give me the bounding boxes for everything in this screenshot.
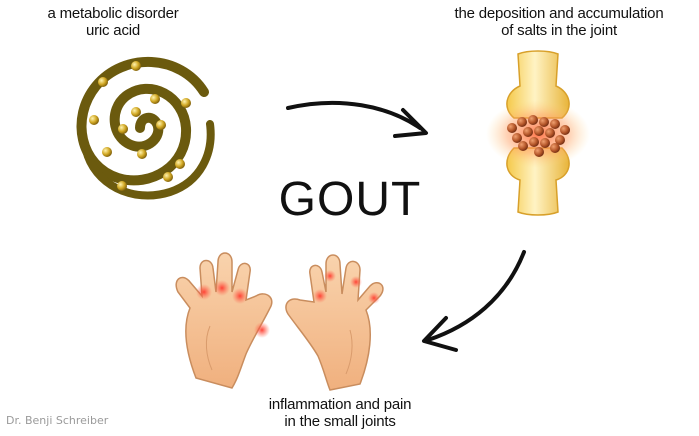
salt-deposition-label: the deposition and accumulation of salts… <box>424 5 694 39</box>
inflammation-label: inflammation and pain in the small joint… <box>190 396 490 430</box>
uric-acid-spiral-icon <box>76 56 215 200</box>
label-line: a metabolic disorder <box>47 5 179 22</box>
salt-crystals-icon <box>507 115 570 157</box>
left-hand-icon <box>175 252 273 389</box>
label-line: inflammation and pain <box>268 396 412 413</box>
label-line: the deposition and accumulation <box>454 5 664 22</box>
diagram-title: GOUT <box>278 173 422 226</box>
arrow-down-left-icon <box>422 250 526 352</box>
arrow-right-icon <box>286 100 428 138</box>
label-line: uric acid <box>85 22 141 39</box>
metabolic-disorder-label: a metabolic disorder uric acid <box>8 5 218 39</box>
label-line: of salts in the joint <box>501 22 617 39</box>
label-line: in the small joints <box>284 413 396 430</box>
right-hand-icon <box>285 254 384 391</box>
watermark: Dr. Benji Schreiber <box>6 414 109 427</box>
joint-icon <box>486 50 590 216</box>
